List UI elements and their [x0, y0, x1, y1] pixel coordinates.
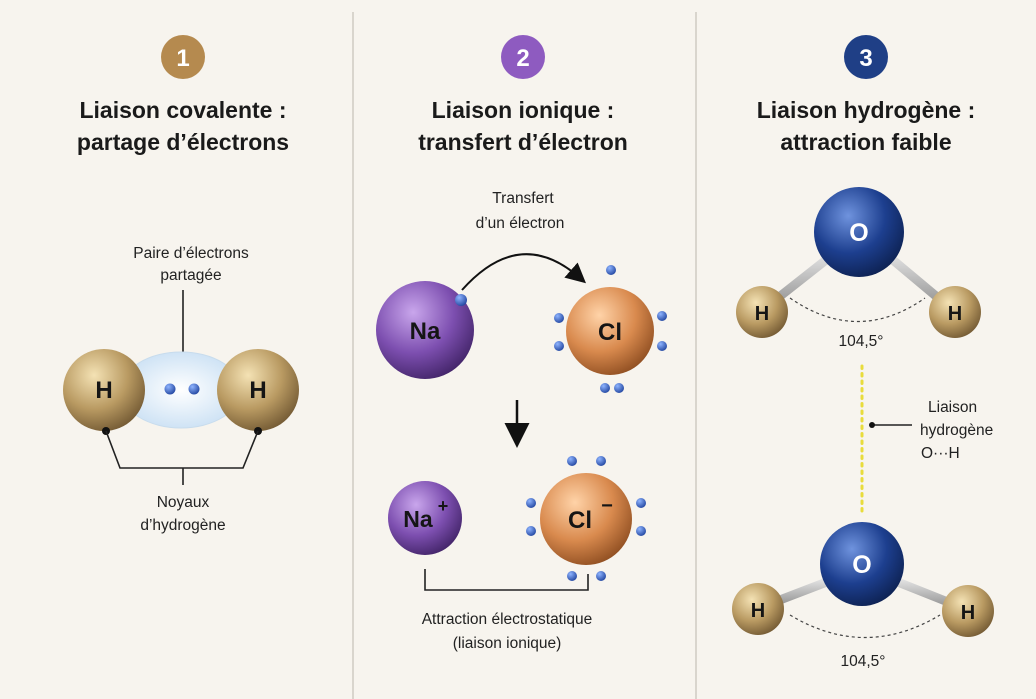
hydrogen-atom-left	[63, 349, 145, 431]
oxygen-atom	[820, 522, 904, 606]
panel-number-badge	[844, 35, 888, 79]
label-hbond-line3: O···H	[921, 445, 960, 462]
label-hbond-line2: hydrogène	[920, 422, 993, 439]
atom-label: H	[755, 303, 769, 325]
hydrogen-atom	[732, 583, 784, 635]
bond-angle-arc	[789, 614, 941, 638]
panel-title-line1: Liaison ionique :	[432, 97, 615, 123]
panel-number-badge	[501, 35, 545, 79]
valence-electrons	[554, 265, 667, 393]
atom-label: H	[249, 377, 266, 404]
atom-label: O	[852, 551, 871, 579]
panel-divider	[695, 12, 697, 699]
label-attraction-line1: Attraction électrostatique	[422, 611, 593, 628]
label-hbond-line1: Liaison	[928, 399, 977, 416]
chloride-ion	[540, 473, 632, 565]
pointer-dot	[869, 422, 875, 428]
bond-angle-arc	[789, 297, 926, 322]
panel-hydrogen-bond: 3 Liaison hydrogène : attraction faible …	[732, 35, 994, 670]
label-nuclei-line1: Noyaux	[157, 494, 210, 511]
hydrogen-atom	[942, 585, 994, 637]
panel-title-line2: partage d’électrons	[77, 129, 289, 155]
label-shared-pair-line1: Paire d’électrons	[133, 245, 249, 262]
transfer-arrow	[461, 253, 586, 291]
bond-angle-label: 104,5°	[839, 333, 884, 350]
hydrogen-atom-right	[217, 349, 299, 431]
panel-number: 3	[859, 45, 872, 72]
ion-charge: −	[601, 495, 613, 517]
panel-title-line2: transfert d’électron	[418, 129, 628, 155]
label-nuclei-line2: d’hydrogène	[140, 517, 225, 534]
label-transfer-line1: Transfert	[492, 190, 554, 207]
label-shared-pair-line2: partagée	[160, 267, 221, 284]
hydrogen-atom	[929, 286, 981, 338]
water-molecule: O H H 104,5°	[732, 522, 994, 670]
atom-label: H	[961, 602, 975, 624]
panel-divider	[352, 12, 354, 699]
atom-label: Cl	[598, 319, 622, 346]
shared-electron	[164, 383, 176, 395]
panel-title-line1: Liaison covalente :	[79, 97, 286, 123]
shared-electron	[188, 383, 200, 395]
atom-label: H	[948, 303, 962, 325]
valence-electrons	[526, 456, 646, 581]
sodium-ion	[388, 481, 462, 555]
water-molecule: O H H 104,5°	[736, 187, 981, 350]
panel-title-line2: attraction faible	[780, 129, 951, 155]
oxygen-atom	[814, 187, 904, 277]
chlorine-atom	[566, 287, 654, 375]
panel-covalent: 1 Liaison covalente : partage d’électron…	[63, 35, 299, 534]
nuclei-bracket	[105, 430, 259, 469]
panel-title-line1: Liaison hydrogène :	[757, 97, 976, 123]
hydrogen-atom	[736, 286, 788, 338]
panel-ionic: 2 Liaison ionique : transfert d’électron…	[376, 35, 667, 652]
bond-angle-label: 104,5°	[841, 653, 886, 670]
label-attraction-line2: (liaison ionique)	[453, 635, 562, 652]
atom-label: Na	[410, 318, 441, 345]
atom-label: H	[751, 600, 765, 622]
atom-label: H	[95, 377, 112, 404]
label-transfer-line2: d’un électron	[476, 215, 565, 232]
panel-number-badge	[161, 35, 205, 79]
panel-number: 1	[176, 45, 189, 72]
atom-label: Na	[403, 506, 433, 532]
atom-label: Cl	[568, 507, 592, 534]
attraction-bracket	[424, 569, 589, 591]
transferring-electron	[455, 294, 467, 306]
atom-label: O	[849, 219, 868, 247]
ion-charge: +	[438, 496, 449, 516]
sodium-atom	[376, 281, 474, 379]
panel-number: 2	[516, 45, 529, 72]
